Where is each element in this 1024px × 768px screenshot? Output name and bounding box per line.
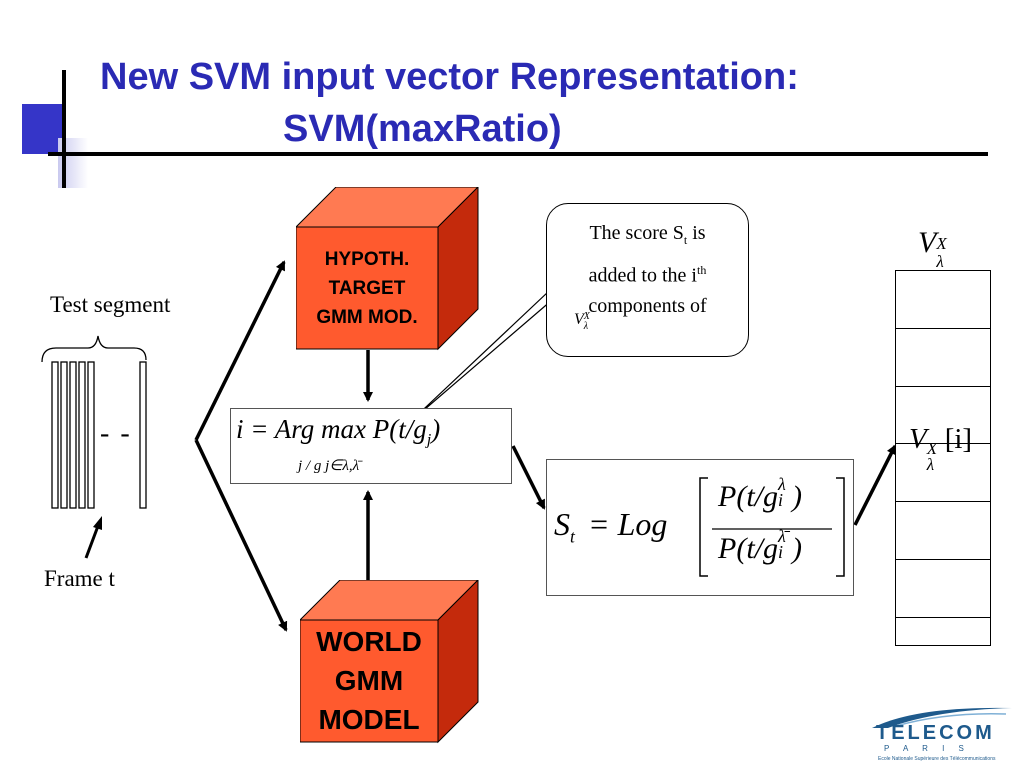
supervector-column [895,270,991,646]
segment-dashes: - - [100,418,132,449]
world-model-box [300,580,479,744]
argmax-formula-sub: j [426,430,432,449]
world-box-front [300,619,439,743]
title-accent-block [22,104,64,154]
bubble-line-2: added to the ith [588,263,707,287]
title-accent-vertical-line [62,70,66,188]
score-formula-log: = Log [588,506,668,542]
test-segment-drawing [41,335,147,559]
telecom-logo-sub: P A R I S [884,744,970,753]
score-callout-bubble: The score St is added to the ith compone… [546,203,749,357]
frame-bar [78,361,86,509]
vector-cell [896,329,990,387]
argmax-formula-close: ) [431,414,441,444]
argmax-to-score-arrow [511,445,546,510]
target-box-front [296,226,439,350]
vector-cell [896,271,990,329]
target-label-line: GMM MOD. [316,307,418,328]
test-segment-brace [41,335,147,363]
score-to-vector-arrow [853,444,897,526]
frame-bar [69,361,77,509]
world-label-line: MODEL [318,704,420,735]
frame-t-label: Frame t [44,566,115,591]
argmax-formula: i = Arg max P(t/gj) [236,414,440,449]
target-model-box [296,187,479,351]
telecom-logo-name: TELECOM [876,722,995,744]
frame-bar [87,361,95,509]
score-formula-lhs: St [554,506,575,547]
argmax-formula-box [230,408,512,484]
page-title-line-1: New SVM input vector Representation: [100,56,799,98]
test-segment-label: Test segment [50,292,171,317]
telecom-logo-swoosh [872,707,1012,728]
page-title-line-2: SVM(maxRatio) [283,108,562,150]
frame-pointer-arrow [84,525,100,559]
segment-to-target-arrow [194,260,286,441]
segment-to-world-arrow [194,439,288,632]
frame-bar [60,361,68,509]
world-label-line: WORLD [316,626,422,657]
argmax-formula-main: i = Arg max P(t/g [236,414,427,444]
score-formula-brackets [699,477,845,577]
target-label-line: HYPOTH. [324,249,410,270]
target-label-line: TARGET [328,278,406,299]
bubble-line-3: components of [588,294,707,317]
telecom-logo-tagline: Ecole Nationale Supérieure des Télécommu… [878,756,996,762]
target-model-label: HYPOTH. TARGET GMM MOD. [296,245,438,332]
argmax-subscript: j / g j∈λ,λ̄ [298,458,360,474]
vector-cell [896,560,990,618]
world-label-line: GMM [334,665,404,696]
bubble-line-1: The score St is [589,222,706,247]
frame-bar [139,361,147,509]
vector-cell [896,444,990,503]
frame-bar [51,361,59,509]
vector-cell [896,387,990,445]
vector-cell [896,502,990,560]
title-accent-horizontal-line [48,152,988,156]
world-model-label: WORLD GMM MODEL [300,622,438,739]
